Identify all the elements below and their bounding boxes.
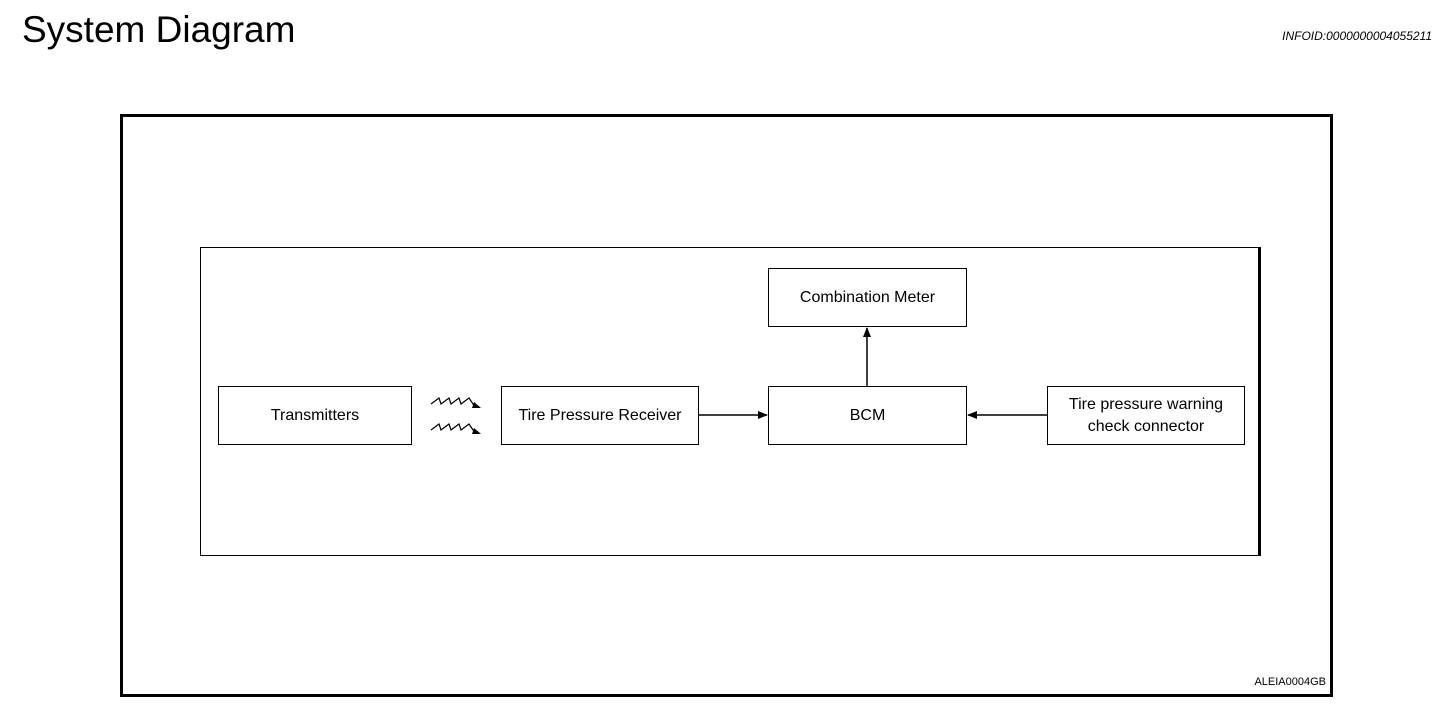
bcm-block: BCM — [768, 386, 967, 445]
diagram-inner-frame — [200, 247, 1261, 556]
combination-meter-block: Combination Meter — [768, 268, 967, 327]
tire-pressure-receiver-block: Tire Pressure Receiver — [501, 386, 699, 445]
info-id: INFOID:0000000004055211 — [1282, 29, 1432, 43]
check-connector-label-line1: Tire pressure warning — [1068, 395, 1224, 413]
page-title: System Diagram — [22, 9, 296, 50]
figure-code: ALEIA0004GB — [1254, 676, 1326, 688]
combination-meter-label: Combination Meter — [799, 288, 936, 306]
check-connector-label-line2: check connector — [1087, 417, 1205, 435]
bcm-label: BCM — [849, 406, 886, 424]
transmitters-block: Transmitters — [218, 386, 412, 445]
diagram-outer-frame — [120, 114, 1333, 697]
transmitters-label: Transmitters — [270, 406, 360, 424]
tire-pressure-receiver-label: Tire Pressure Receiver — [518, 406, 682, 424]
check-connector-block: Tire pressure warning check connector — [1047, 386, 1245, 445]
